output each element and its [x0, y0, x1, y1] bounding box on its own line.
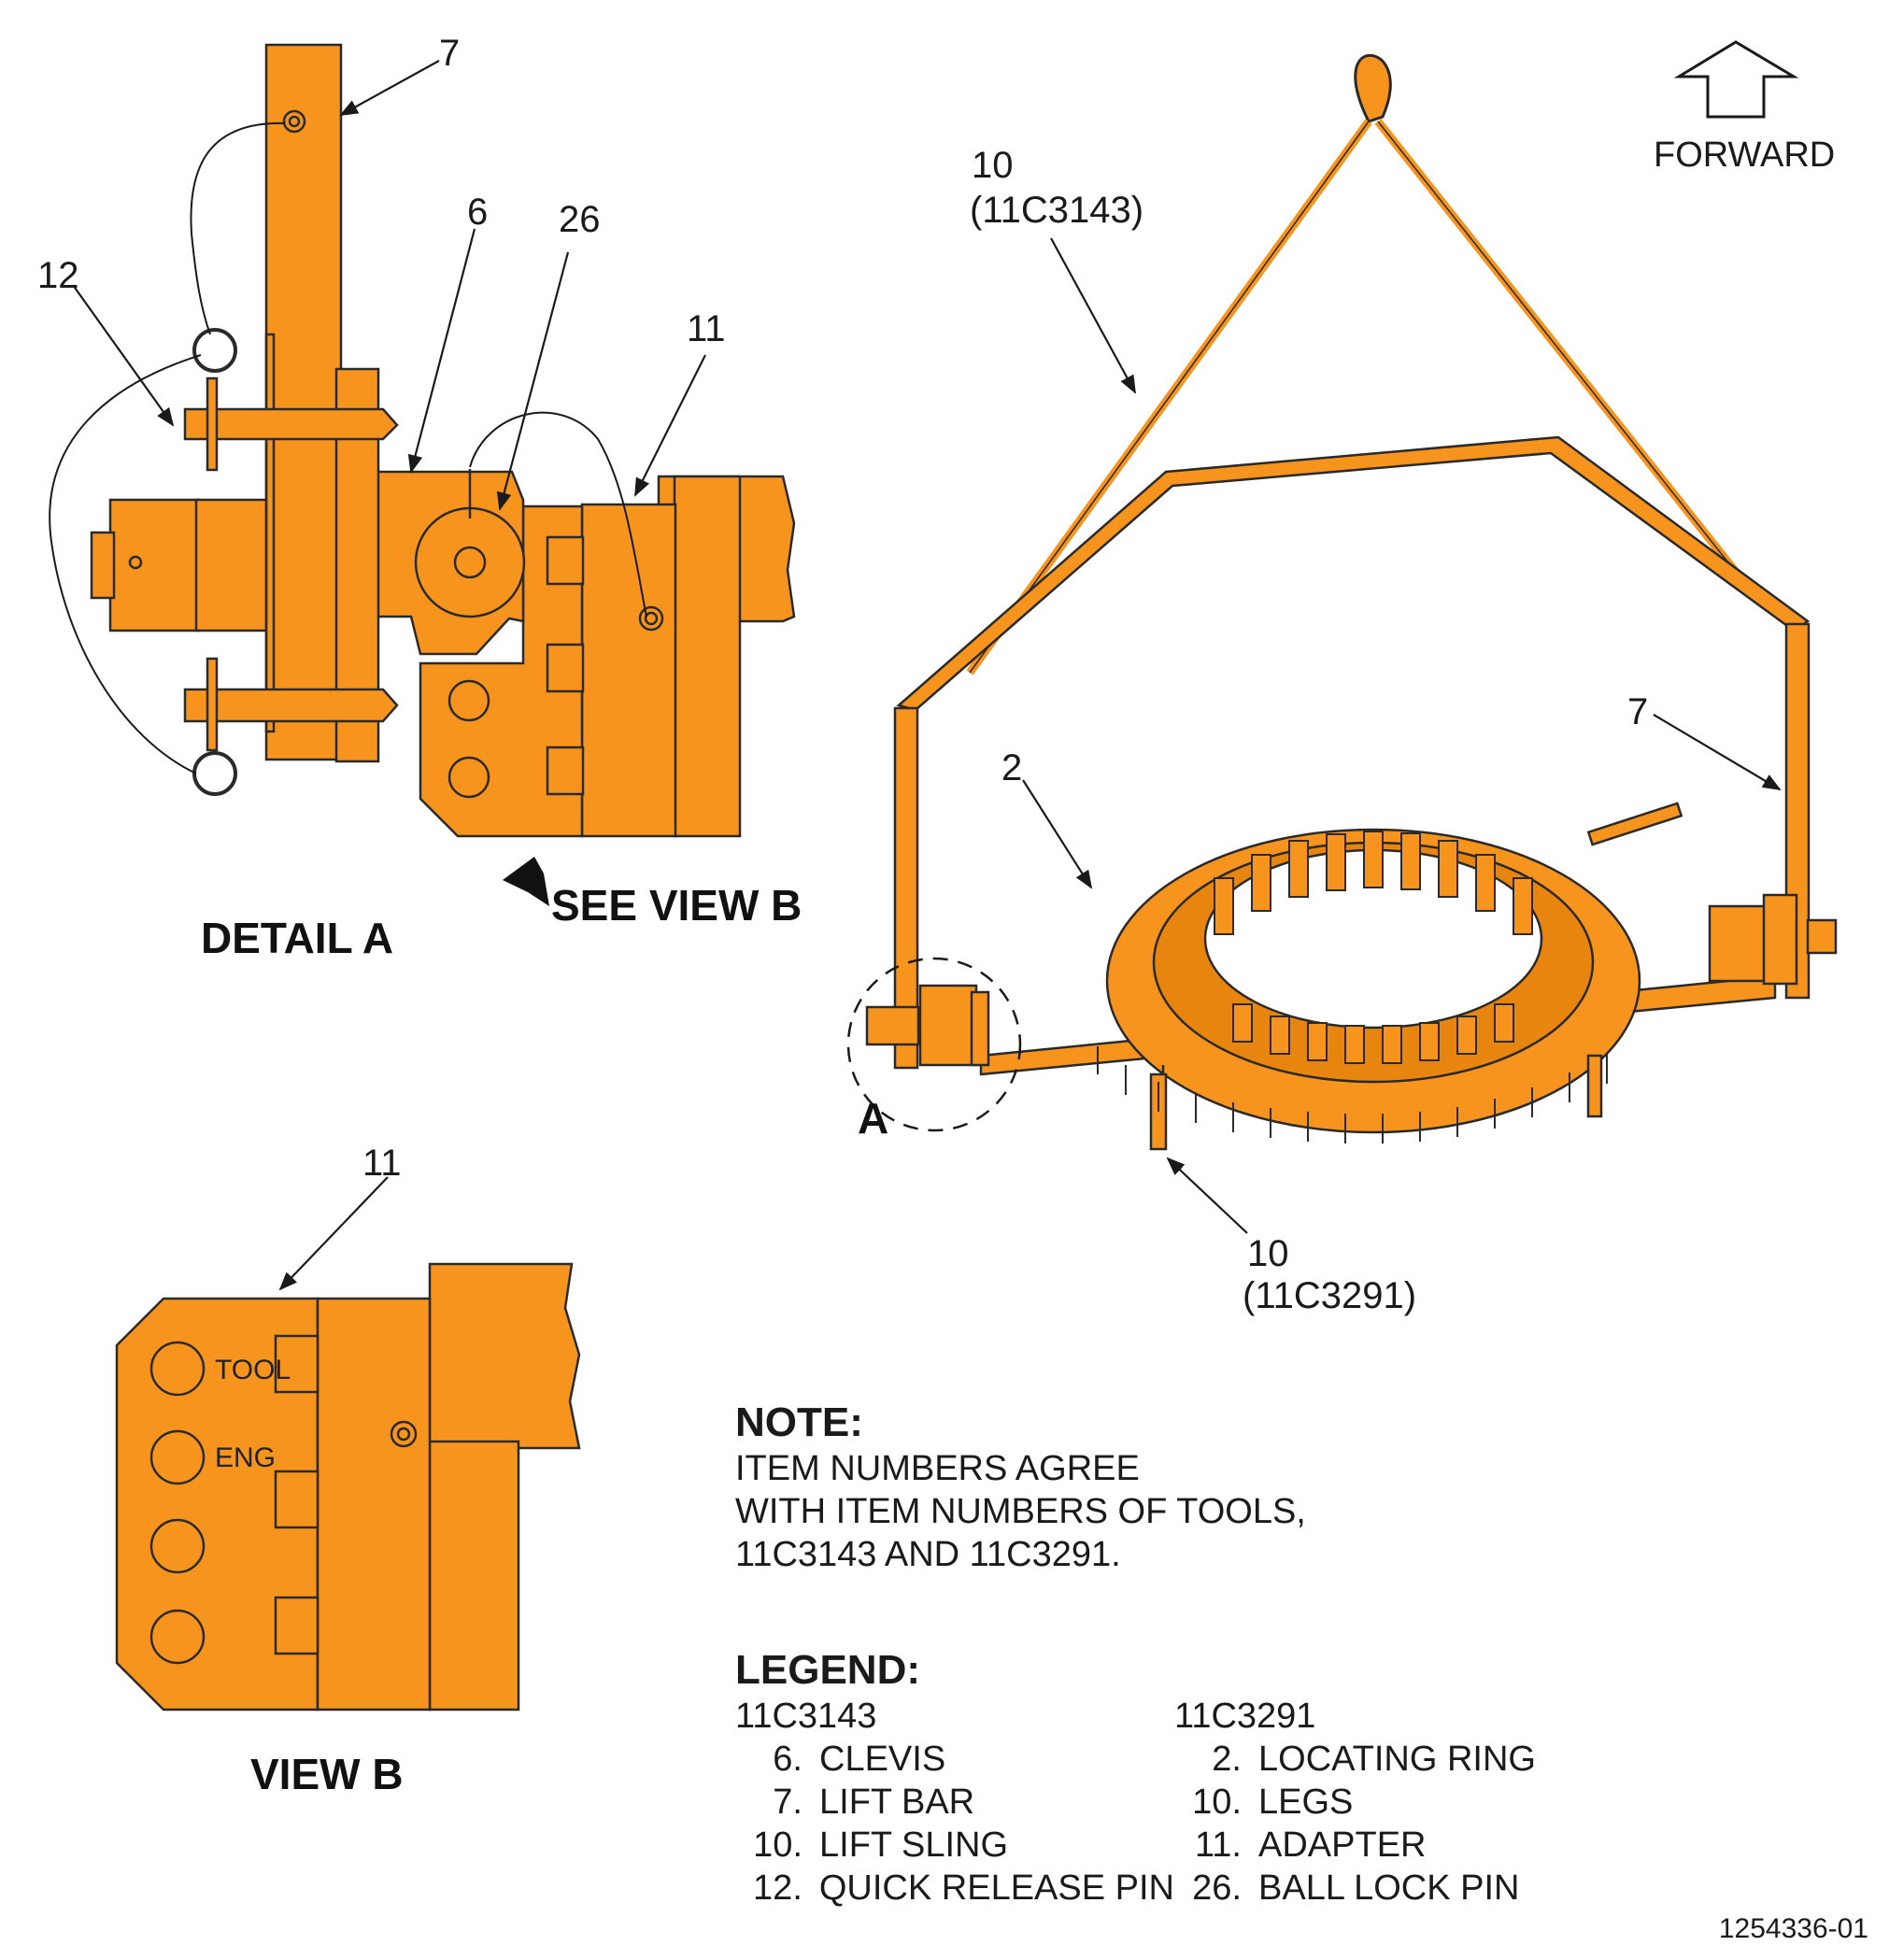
- callout-10-main-pn: (11C3143): [970, 190, 1143, 231]
- tool-label: TOOL: [215, 1355, 291, 1385]
- legend-col2-title: 11C3291: [1174, 1697, 1316, 1736]
- legend-column-11c3291: 11C3291 2.LOCATING RING 10.LEGS 11.ADAPT…: [1174, 1695, 1536, 1910]
- legend-item: 12.QUICK RELEASE PIN: [753, 1868, 1174, 1908]
- detail-a-lanyards: [49, 121, 647, 774]
- legend-col1-title: 11C3143: [735, 1697, 877, 1736]
- end-fittings: [865, 802, 1838, 1067]
- note-line-1: ITEM NUMBERS AGREE: [735, 1449, 1140, 1488]
- forward-label: FORWARD: [1654, 135, 1835, 175]
- detail-a-marker: A: [858, 1094, 888, 1143]
- detail-a-view: [90, 43, 796, 838]
- callout-10-legs-pn: (11C3291): [1243, 1275, 1416, 1316]
- eng-label: ENG: [215, 1442, 276, 1473]
- legend-item: 7.LIFT BAR: [773, 1782, 975, 1822]
- note-line-2: WITH ITEM NUMBERS OF TOOLS,: [735, 1492, 1306, 1531]
- callout-12-detail: 12: [37, 255, 79, 296]
- view-b-leader: [278, 1176, 389, 1291]
- legend-column-11c3143: 11C3143 6.CLEVIS 7.LIFT BAR 10.LIFT SLIN…: [735, 1695, 1174, 1910]
- forward-arrow-icon: [1673, 40, 1799, 119]
- detail-a-title: DETAIL A: [201, 914, 393, 962]
- legend-block: LEGEND: 11C3143 6.CLEVIS 7.LIFT BAR 10.L…: [735, 1646, 1536, 1910]
- see-view-b-label: SEE VIEW B: [551, 881, 802, 930]
- note-block: NOTE: ITEM NUMBERS AGREE WITH ITEM NUMBE…: [735, 1399, 1306, 1576]
- view-b: [115, 1262, 581, 1711]
- note-heading: NOTE:: [735, 1399, 863, 1445]
- view-b-title: VIEW B: [250, 1750, 404, 1798]
- legend-item: 11.ADAPTER: [1194, 1825, 1427, 1865]
- callout-11-detail: 11: [687, 308, 726, 349]
- callout-6-detail: 6: [467, 192, 488, 233]
- legend-heading: LEGEND:: [735, 1647, 920, 1693]
- see-view-arrow-icon: [503, 857, 549, 906]
- legend-item: 2.LOCATING RING: [1212, 1740, 1536, 1779]
- document-number: 1254336-01: [1718, 1913, 1868, 1944]
- detail-a-circle: [846, 957, 1022, 1132]
- legend-item: 6.CLEVIS: [773, 1740, 946, 1779]
- ring-bolts: [1097, 1046, 1608, 1143]
- legend-item: 10.LIFT SLING: [753, 1825, 1009, 1865]
- callout-10-main: 10: [972, 145, 1014, 186]
- lift-sling: [966, 53, 1760, 675]
- legend-item: 10.LEGS: [1192, 1782, 1354, 1822]
- main-leaders: [1022, 237, 1782, 1234]
- callout-11-viewb: 11: [362, 1143, 402, 1184]
- note-line-3: 11C3143 AND 11C3291.: [735, 1535, 1121, 1574]
- ring-lugs: [1214, 831, 1533, 1064]
- callout-2-main: 2: [1001, 747, 1022, 788]
- callout-10-legs: 10: [1247, 1233, 1289, 1274]
- callout-7-main: 7: [1627, 691, 1648, 732]
- detail-a-leaders: [72, 60, 706, 511]
- callout-26-detail: 26: [559, 199, 601, 240]
- callout-7-detail: 7: [439, 33, 460, 74]
- legend-item: 26.BALL LOCK PIN: [1192, 1868, 1520, 1908]
